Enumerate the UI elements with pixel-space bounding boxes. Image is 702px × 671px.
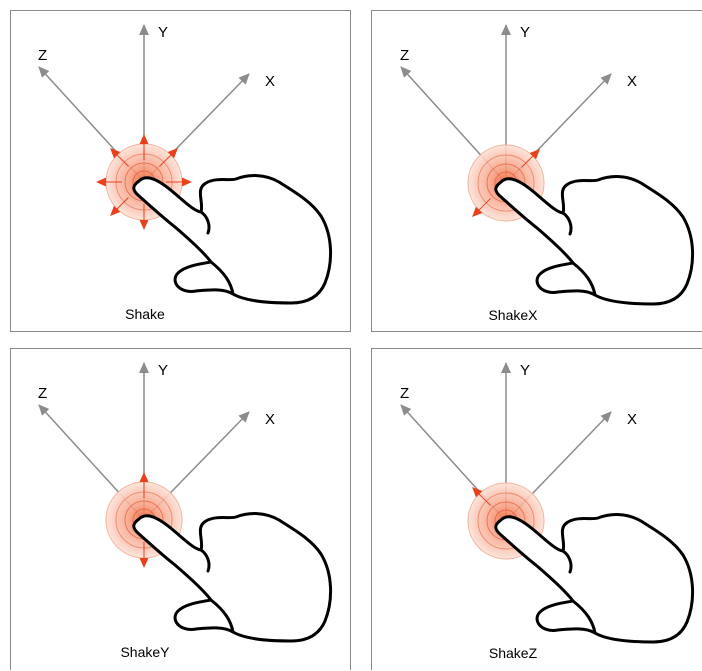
shake-arrows bbox=[139, 472, 149, 568]
shake-arrow-head-right bbox=[182, 177, 192, 187]
panel-caption: ShakeZ bbox=[488, 645, 538, 661]
shake-arrow-head-down-left bbox=[110, 205, 121, 216]
x-axis-label: X bbox=[627, 411, 637, 428]
hand-outline bbox=[132, 174, 333, 305]
panel-shake-z: Y X Z ShakeZ bbox=[371, 348, 702, 670]
shake-arrow-head-up bbox=[139, 134, 149, 144]
panel-shake-x: Y X Z ShakeX bbox=[371, 10, 702, 332]
z-axis-label: Z bbox=[38, 385, 47, 402]
hand-icon bbox=[132, 174, 333, 305]
shake-arrow-head-left bbox=[96, 177, 106, 187]
shake-arrow-head-up-right bbox=[167, 148, 178, 159]
hand-finger-line bbox=[199, 548, 211, 573]
hand-outline bbox=[132, 512, 333, 643]
shake-arrows bbox=[472, 149, 540, 217]
gesture-diagram: Y X Z bbox=[38, 24, 333, 305]
panel-caption: ShakeX bbox=[488, 307, 538, 323]
z-axis-label: Z bbox=[400, 47, 409, 64]
shake-arrow-head-down bbox=[139, 558, 149, 568]
touch-ring bbox=[477, 154, 535, 212]
panel-shake-y: Y X Z ShakeY bbox=[10, 348, 351, 670]
shake-arrow-head-down-left bbox=[472, 206, 483, 217]
hand-outline bbox=[494, 175, 695, 306]
z-axis-label: Z bbox=[38, 47, 47, 64]
gesture-diagram: Y X Z bbox=[400, 362, 695, 644]
z-axis-label: Z bbox=[400, 385, 409, 402]
panel-caption: Shake bbox=[125, 306, 165, 322]
hand-finger-line bbox=[561, 211, 573, 236]
panel-caption: ShakeY bbox=[120, 644, 170, 660]
hand-outline bbox=[494, 513, 695, 644]
gesture-diagram: Y X Z bbox=[38, 362, 333, 643]
hand-icon bbox=[132, 512, 333, 643]
y-axis-label: Y bbox=[520, 24, 530, 41]
hand-icon bbox=[494, 175, 695, 306]
y-axis-label: Y bbox=[520, 362, 530, 379]
hand-finger-line bbox=[199, 210, 211, 235]
hand-thumb-line bbox=[571, 261, 597, 297]
gesture-diagram: Y X Z bbox=[400, 24, 695, 306]
x-axis-label: X bbox=[627, 73, 637, 90]
shake-arrow-head-up-left bbox=[472, 487, 483, 498]
x-axis-label: X bbox=[265, 73, 275, 90]
y-axis-label: Y bbox=[158, 362, 168, 379]
shake-arrow-head-down bbox=[139, 220, 149, 230]
hand-thumb-line bbox=[209, 260, 235, 296]
shake-arrow-head-up-left bbox=[110, 148, 121, 159]
hand-thumb-line bbox=[209, 598, 235, 634]
shake-arrow-head-up-right bbox=[529, 149, 540, 160]
hand-finger-line bbox=[561, 549, 573, 574]
x-axis-label: X bbox=[265, 411, 275, 428]
panel-shake: Y X Z Shake bbox=[10, 10, 351, 332]
hand-icon bbox=[494, 513, 695, 644]
hand-thumb-line bbox=[571, 599, 597, 635]
touch-ring bbox=[477, 492, 535, 550]
shake-arrow-head-up bbox=[139, 472, 149, 482]
y-axis-label: Y bbox=[158, 24, 168, 41]
